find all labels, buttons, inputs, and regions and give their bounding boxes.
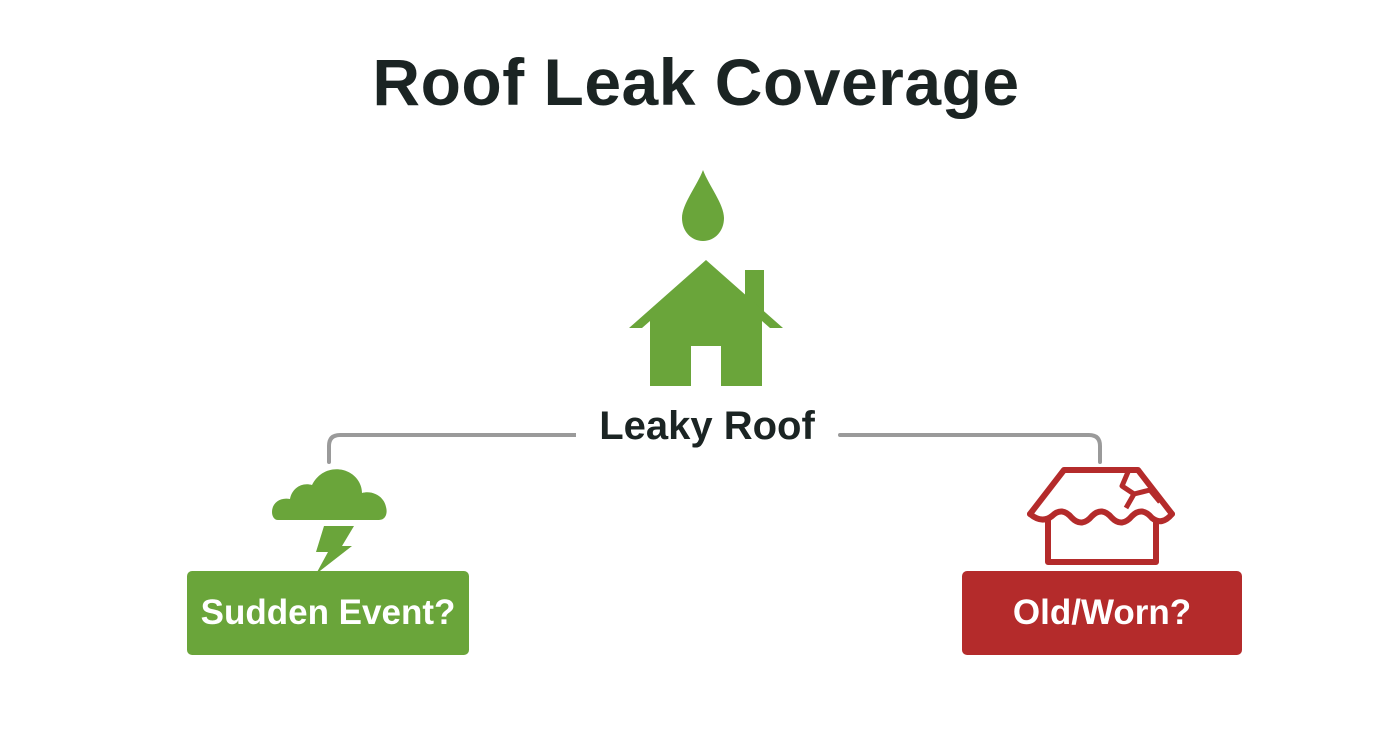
branch-old-worn-label: Old/Worn?: [1012, 593, 1192, 632]
branch-sudden-event-label: Sudden Event?: [200, 593, 456, 632]
damaged-roof-icon: [1027, 467, 1175, 565]
house-icon: [629, 260, 783, 386]
center-node-label: Leaky Roof: [576, 404, 838, 449]
diagram-title: Roof Leak Coverage: [372, 45, 1020, 119]
storm-cloud-lightning-icon: [272, 469, 387, 574]
connector-right: [838, 433, 1102, 464]
branch-old-worn-box: Old/Worn?: [962, 571, 1242, 655]
branch-sudden-event-box: Sudden Event?: [187, 571, 469, 655]
water-drop-icon: [682, 170, 724, 241]
connector-left: [327, 433, 580, 464]
